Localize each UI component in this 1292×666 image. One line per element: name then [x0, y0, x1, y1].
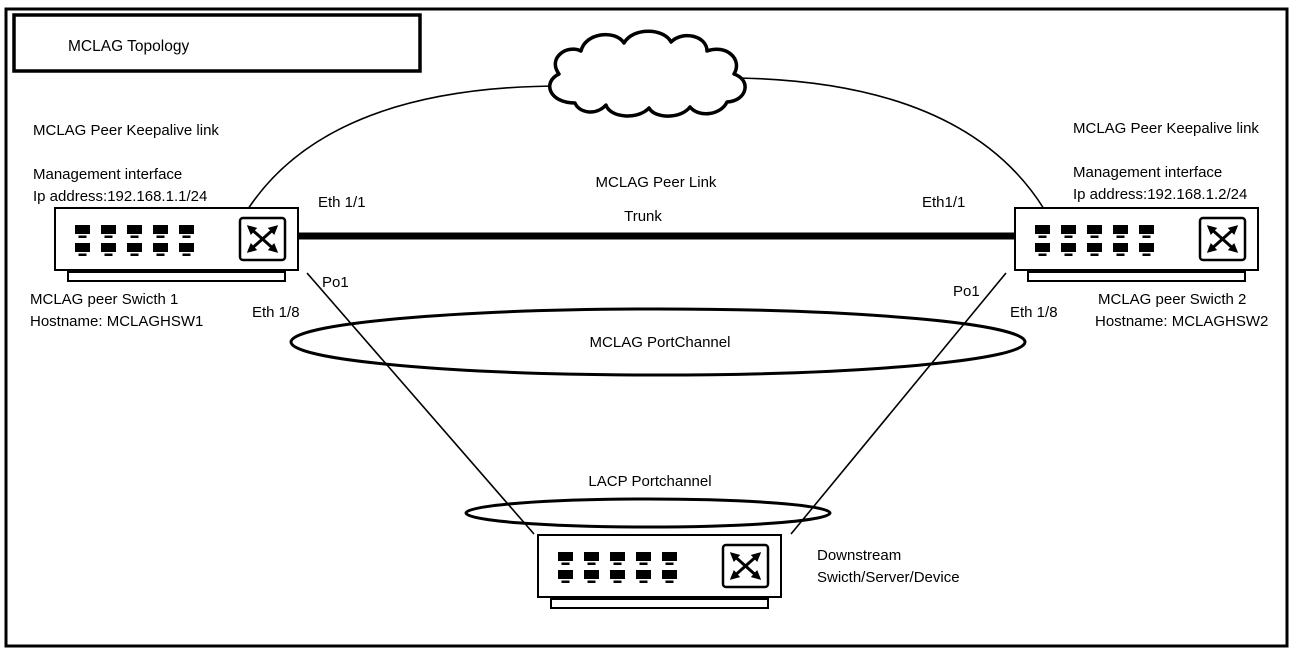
left-po1-label: Po1 [322, 274, 349, 291]
downstream-switch [538, 535, 781, 608]
right-keepalive-arc [737, 77, 1045, 210]
left-switch-name: MCLAG peer Swicth 1 [30, 291, 178, 308]
right-switch-name: MCLAG peer Swicth 2 [1098, 291, 1246, 308]
title-box [12, 13, 422, 73]
page-title: MCLAG Topology [68, 38, 189, 55]
right-po1-label: Po1 [953, 283, 980, 300]
right-hostname: Hostname: MCLAGHSW2 [1095, 313, 1268, 330]
right-peer-port-label: Eth1/1 [922, 194, 965, 211]
right-keepalive-label: MCLAG Peer Keepalive link [1073, 120, 1259, 137]
left-keepalive-label: MCLAG Peer Keepalive link [33, 122, 219, 139]
peer-link-label: MCLAG Peer Link [596, 174, 717, 191]
right-ip-label: Ip address:192.168.1.2/24 [1073, 186, 1247, 203]
mclag-portchannel-label: MCLAG PortChannel [590, 334, 731, 351]
mclag-portchannel-ellipse [289, 307, 1027, 377]
right-eth18-label: Eth 1/8 [1010, 304, 1058, 321]
right-switch [1015, 208, 1258, 281]
downstream-label-line1: Downstream [817, 547, 901, 564]
lacp-portchannel-label: LACP Portchannel [588, 473, 711, 490]
right-downlink-line [790, 272, 1007, 535]
right-mgmt-label: Management interface [1073, 164, 1222, 181]
outer-border [4, 7, 1289, 648]
left-eth18-label: Eth 1/8 [252, 304, 300, 321]
left-keepalive-arc [247, 85, 567, 210]
lacp-portchannel-ellipse [464, 497, 832, 529]
downstream-label-line2: Swicth/Server/Device [817, 569, 960, 586]
trunk-label: Trunk [624, 208, 662, 225]
left-hostname: Hostname: MCLAGHSW1 [30, 313, 203, 330]
left-mgmt-label: Management interface [33, 166, 182, 183]
left-peer-port-label: Eth 1/1 [318, 194, 366, 211]
cloud-icon [548, 29, 747, 118]
left-ip-label: Ip address:192.168.1.1/24 [33, 188, 207, 205]
left-downlink-line [306, 272, 535, 535]
left-switch [55, 208, 298, 281]
